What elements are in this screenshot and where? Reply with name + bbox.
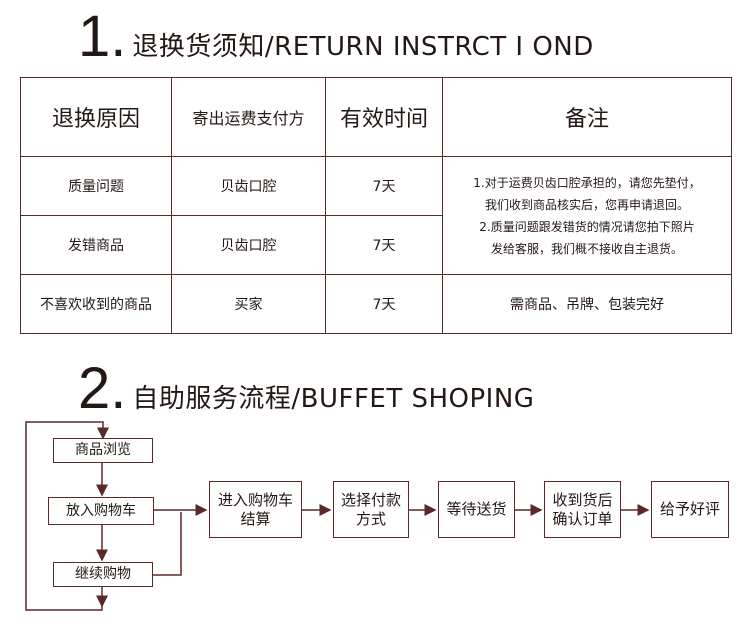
section-1-title: 退换货须知/RETURN INSTRCT I OND: [132, 32, 594, 62]
continue-shopping-step: 继续购物: [53, 562, 153, 587]
table-row: 质量问题 贝齿口腔 7天 1.对于运费贝齿口腔承担的，请您先垫付， 我们收到商品…: [20, 156, 732, 275]
checkout-step: 进入购物车 结算: [209, 481, 302, 538]
header-valid-time: 有效时间: [325, 77, 443, 157]
table-header-row: 退换原因 寄出运费支付方 有效时间 备注: [20, 77, 732, 157]
confirm-order-step: 收到货后 确认订单: [544, 481, 621, 538]
reason-cell: 发错商品: [20, 215, 172, 275]
shared-note-cell: 1.对于运费贝齿口腔承担的，请您先垫付， 我们收到商品核实后，您再申请退回。 2…: [442, 156, 732, 275]
time-cell: 7天: [325, 274, 443, 334]
section-2-title: 自助服务流程/BUFFET SHOPING: [132, 384, 535, 414]
payment-line-1: 选择付款: [340, 490, 401, 509]
checkout-line-1: 进入购物车: [217, 490, 293, 509]
time-cell: 7天: [325, 215, 443, 275]
loop-line: [25, 421, 109, 611]
header-reason: 退换原因: [20, 77, 172, 157]
confirm-line-2: 确认订单: [552, 509, 613, 528]
note-line: 发给客服，我们概不接收自主退货。: [490, 241, 683, 256]
give-review-step: 给予好评: [651, 481, 729, 538]
checkout-line-2: 结算: [240, 509, 271, 528]
payment-line-2: 方式: [355, 509, 386, 528]
browse-products-step: 商品浏览: [53, 438, 153, 463]
confirm-line-1: 收到货后: [552, 490, 613, 509]
section-2-number: 2.: [78, 356, 127, 421]
add-to-cart-step: 放入购物车: [48, 497, 154, 525]
note-line: 1.对于运费贝齿口腔承担的，请您先垫付，: [473, 175, 701, 190]
section-1-number: 1.: [78, 4, 127, 69]
header-notes: 备注: [442, 77, 732, 157]
note-line: 我们收到商品核实后，您再申请退回。: [484, 197, 689, 212]
return-policy-table: 退换原因 寄出运费支付方 有效时间 备注 质量问题 贝齿口腔 7天 1.对于运费…: [20, 77, 732, 334]
reason-cell: 不喜欢收到的商品: [20, 274, 172, 334]
payer-cell: 贝齿口腔: [171, 215, 326, 275]
continue-bracket: [152, 512, 182, 576]
section-2-heading: 2. 自助服务流程/BUFFET SHOPING: [78, 360, 534, 418]
reason-cell: 质量问题: [20, 156, 172, 216]
payment-method-step: 选择付款 方式: [333, 481, 409, 538]
wait-delivery-step: 等待送货: [438, 481, 515, 538]
table-row: 不喜欢收到的商品 买家 7天 需商品、吊牌、包装完好: [20, 274, 732, 334]
note-cell: 需商品、吊牌、包装完好: [442, 274, 732, 334]
note-line: 2.质量问题跟发错货的情况请您拍下照片: [479, 219, 695, 234]
section-1-heading: 1. 退换货须知/RETURN INSTRCT I OND: [78, 8, 594, 66]
table-row: 发错商品 贝齿口腔 7天: [20, 215, 732, 275]
